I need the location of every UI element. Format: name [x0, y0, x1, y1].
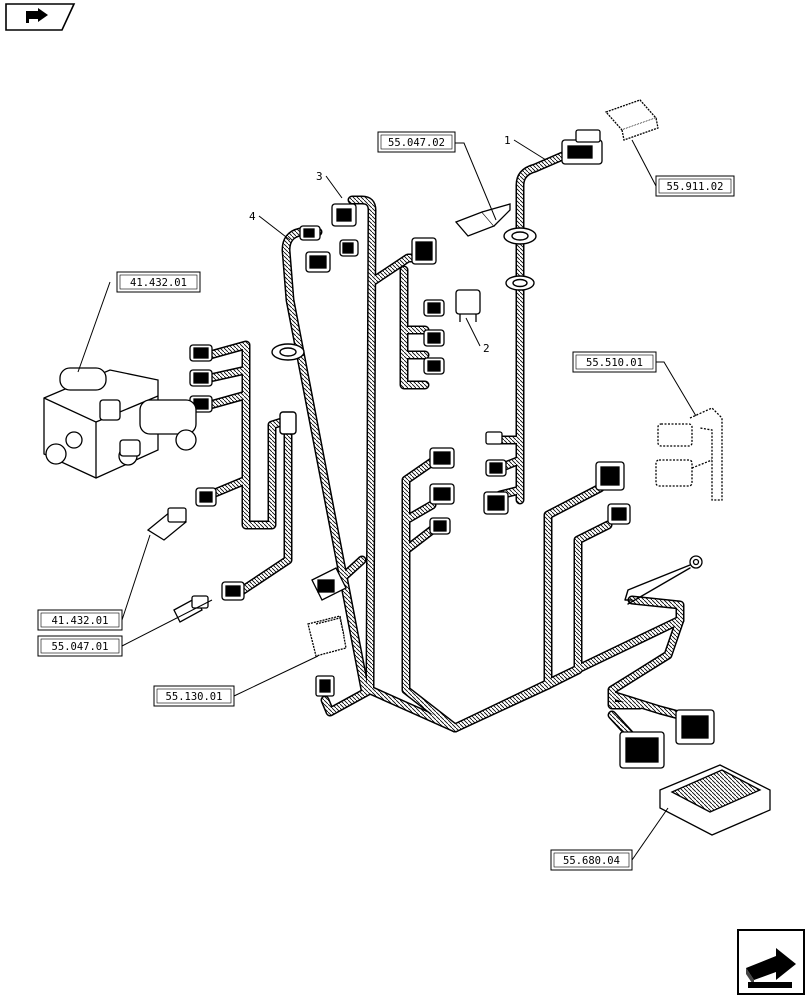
connector-plug	[607, 503, 631, 525]
connector-plug	[189, 344, 213, 362]
connector-plug	[189, 369, 213, 387]
connector-plug	[331, 203, 357, 227]
ecu-module	[659, 764, 771, 836]
connector-plug	[483, 491, 509, 515]
back-arrow-icon	[26, 8, 48, 23]
reference-boxes: 55.047.02 55.911.02 41.432.01 55.510.01 …	[37, 131, 735, 871]
ref-55-047-01[interactable]: 55.047.01	[37, 635, 123, 657]
connector-plug	[423, 299, 445, 317]
callout-numbers: 1 2 3 4	[249, 134, 511, 355]
ref-label: 55.047.02	[388, 137, 445, 149]
ecu-connector	[619, 731, 665, 769]
connector-plug	[311, 567, 347, 601]
sensor	[173, 595, 209, 623]
relay	[455, 289, 481, 322]
callout-1: 1	[504, 134, 511, 147]
ring-terminal	[689, 555, 703, 569]
connectors	[146, 99, 715, 769]
callout-3: 3	[316, 170, 323, 183]
main-connector	[561, 129, 603, 165]
ref-label: 55.510.01	[586, 357, 643, 369]
connector-plug	[423, 357, 445, 375]
sensor	[146, 507, 188, 541]
connector-plug	[595, 461, 625, 491]
callout-4: 4	[249, 210, 256, 223]
ref-label: 55.680.04	[563, 855, 620, 867]
connector-plug	[339, 239, 359, 257]
ref-41-432-01-bottom[interactable]: 41.432.01	[37, 609, 123, 631]
back-navigation-button[interactable]	[4, 2, 76, 32]
ref-label: 41.432.01	[130, 277, 187, 289]
next-page-arrow-icon	[746, 948, 796, 988]
connector-plug	[315, 675, 335, 697]
ref-55-510-01[interactable]: 55.510.01	[572, 351, 657, 373]
ref-55-911-02[interactable]: 55.911.02	[655, 175, 735, 197]
grommets	[271, 227, 537, 435]
connector-plug	[305, 251, 331, 273]
next-page-button[interactable]	[736, 928, 808, 998]
ref-label: 41.432.01	[52, 615, 109, 627]
connector-plug	[195, 487, 217, 507]
connector-plug	[485, 431, 503, 445]
ref-label: 55.130.01	[166, 691, 223, 703]
connector-plug	[299, 225, 321, 241]
mating-connector	[604, 99, 659, 141]
connector-plug	[429, 517, 451, 535]
connector-plug	[429, 483, 455, 505]
ref-41-432-01-top[interactable]: 41.432.01	[116, 271, 201, 293]
connector-plug	[429, 447, 455, 469]
ref-55-680-04[interactable]: 55.680.04	[550, 849, 633, 871]
ecu-connector	[675, 709, 715, 745]
connector-plug	[423, 329, 445, 347]
connector-plug	[307, 615, 347, 657]
leader-lines	[77, 139, 697, 861]
ref-label: 55.047.01	[52, 641, 109, 653]
sensor	[221, 581, 245, 601]
connector-plug	[454, 203, 511, 237]
callout-2: 2	[483, 342, 490, 355]
valve-block	[43, 367, 197, 479]
ref-label: 55.911.02	[667, 181, 724, 193]
connector-plug	[485, 459, 507, 477]
ref-55-047-02[interactable]: 55.047.02	[377, 131, 456, 153]
dashed-connector-group	[655, 407, 723, 501]
connector-plug	[411, 237, 437, 265]
ref-55-130-01[interactable]: 55.130.01	[153, 685, 235, 707]
